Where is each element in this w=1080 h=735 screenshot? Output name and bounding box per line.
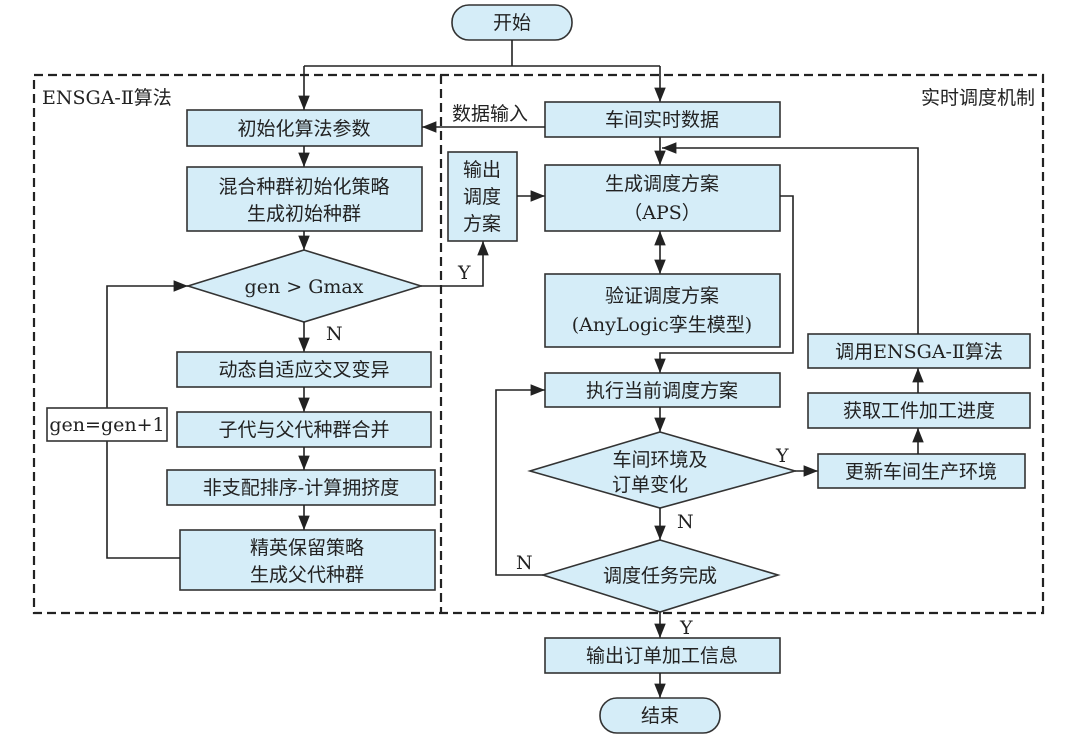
yes-label: Y xyxy=(775,445,789,467)
env-change-label-2: 订单变化 xyxy=(612,474,688,496)
crossover-label: 动态自适应交叉变异 xyxy=(218,359,389,381)
arrow-to-execute xyxy=(654,195,794,373)
sort-box xyxy=(166,469,436,506)
realtime-data-box xyxy=(544,101,781,138)
output-info-box xyxy=(544,637,781,674)
end-label: 结束 xyxy=(641,705,679,727)
call-algo-label: 调用ENSGA-Ⅱ算法 xyxy=(835,341,1003,363)
merge-label: 子代与父代种群合并 xyxy=(218,419,389,441)
call-algo-box xyxy=(807,333,1031,369)
mixed-init-label-2: 生成初始种群 xyxy=(247,203,361,225)
output-plan-label-2: 调度 xyxy=(463,186,501,208)
feedback-arrow xyxy=(662,142,919,334)
realtime-data-label: 车间实时数据 xyxy=(605,109,719,131)
outer-dashed-region xyxy=(32,73,1045,615)
yes-label: Y xyxy=(679,617,693,639)
data-input-label: 数据输入 xyxy=(452,103,528,125)
execute-plan-box xyxy=(544,372,781,408)
init-params-label: 初始化算法参数 xyxy=(237,118,370,140)
generate-plan-box xyxy=(544,164,781,232)
verify-plan-label-2: (AnyLogic孪生模型) xyxy=(572,314,752,336)
no-label: N xyxy=(326,323,343,345)
generate-plan-label-1: 生成调度方案 xyxy=(605,173,719,195)
verify-plan-box xyxy=(544,273,781,348)
gen-decision-label: gen > Gmax xyxy=(245,276,364,298)
output-plan-label-3: 方案 xyxy=(463,213,501,235)
env-change-label-1: 车间环境及 xyxy=(612,449,707,471)
get-progress-label: 获取工件加工进度 xyxy=(843,400,995,422)
execute-plan-label: 执行当前调度方案 xyxy=(586,380,738,402)
elite-box xyxy=(179,529,436,591)
update-env-label: 更新车间生产环境 xyxy=(845,461,997,483)
elite-label-2: 生成父代种群 xyxy=(250,564,364,586)
no-label: N xyxy=(677,511,694,533)
yes-label: Y xyxy=(457,262,471,284)
start-label: 开始 xyxy=(493,12,531,34)
end-terminal xyxy=(599,697,721,734)
counter-box xyxy=(46,407,168,442)
verify-plan-label-1: 验证调度方案 xyxy=(605,285,719,307)
region-label-ensga: ENSGA-Ⅱ算法 xyxy=(42,87,172,109)
task-done-label: 调度任务完成 xyxy=(603,565,717,587)
mixed-init-box xyxy=(186,166,423,232)
update-env-box xyxy=(817,453,1026,489)
get-progress-box xyxy=(807,392,1031,429)
region-label-realtime: 实时调度机制 xyxy=(921,87,1035,109)
elite-label-1: 精英保留策略 xyxy=(250,537,364,559)
mixed-init-label-1: 混合种群初始化策略 xyxy=(218,176,389,198)
no-label: N xyxy=(516,552,533,574)
start-connector xyxy=(304,40,660,67)
arrow-yes xyxy=(421,241,489,287)
output-plan-label-1: 输出 xyxy=(463,159,501,181)
sort-label: 非支配排序-计算拥挤度 xyxy=(203,477,399,499)
output-info-label: 输出订单加工信息 xyxy=(586,645,738,667)
generate-plan-label-2: （APS） xyxy=(623,202,701,224)
arrow-no-loop xyxy=(495,384,545,576)
counter-label: gen=gen+1 xyxy=(49,414,164,436)
